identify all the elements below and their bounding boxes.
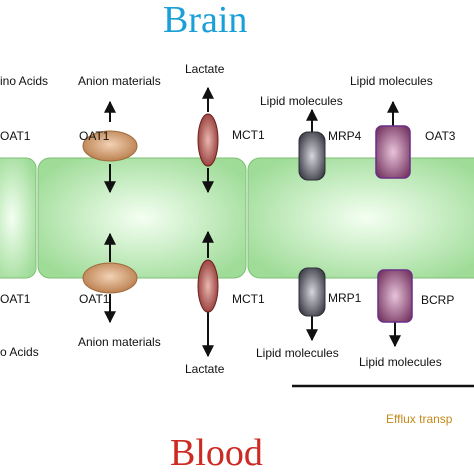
label-amino-acids-bottom: o Acids — [0, 345, 39, 359]
cell-right — [247, 157, 474, 279]
label-oat1-bottom: OAT1 — [79, 292, 110, 306]
label-oat1-left-top: OAT1 — [0, 129, 31, 143]
label-lactate-top: Lactate — [185, 62, 225, 76]
label-mct1-top: MCT1 — [232, 128, 265, 142]
cell-middle — [37, 157, 247, 279]
label-mrp4: MRP4 — [328, 129, 362, 143]
label-lipid-molecules-bottom-right: Lipid molecules — [359, 355, 442, 369]
label-anion-materials-bottom: Anion materials — [78, 335, 161, 349]
oat3-transporter — [375, 125, 411, 179]
label-anion-materials-top: Anion materials — [78, 74, 161, 88]
label-amino-acids-top: ino Acids — [0, 74, 49, 88]
label-mrp1: MRP1 — [328, 291, 362, 305]
mrp1-transporter — [298, 267, 326, 317]
oat1-transporter-bottom — [82, 262, 138, 294]
label-oat1-top: OAT1 — [79, 129, 110, 143]
bcrp-transporter — [377, 269, 413, 323]
label-lipid-molecules-bottom-left: Lipid molecules — [256, 346, 339, 360]
label-mct1-bottom: MCT1 — [232, 292, 265, 306]
label-lactate-bottom: Lactate — [185, 362, 225, 376]
oat1-transporter-top — [82, 130, 138, 162]
brain-title: Brain — [163, 0, 248, 41]
label-oat3: OAT3 — [425, 129, 456, 143]
label-lipid-molecules-top-left: Lipid molecules — [260, 94, 343, 108]
label-lipid-molecules-top-right: Lipid molecules — [350, 74, 433, 88]
mct1-transporter-bottom — [197, 259, 219, 313]
label-oat1-left-bottom: OAT1 — [0, 292, 31, 306]
cell-left-edge — [0, 157, 37, 279]
label-bcrp: BCRP — [421, 293, 455, 307]
mrp4-transporter — [298, 131, 326, 181]
label-efflux-transporters: Efflux transp — [386, 412, 453, 426]
blood-title: Blood — [170, 432, 263, 474]
mct1-transporter-top — [197, 113, 219, 167]
